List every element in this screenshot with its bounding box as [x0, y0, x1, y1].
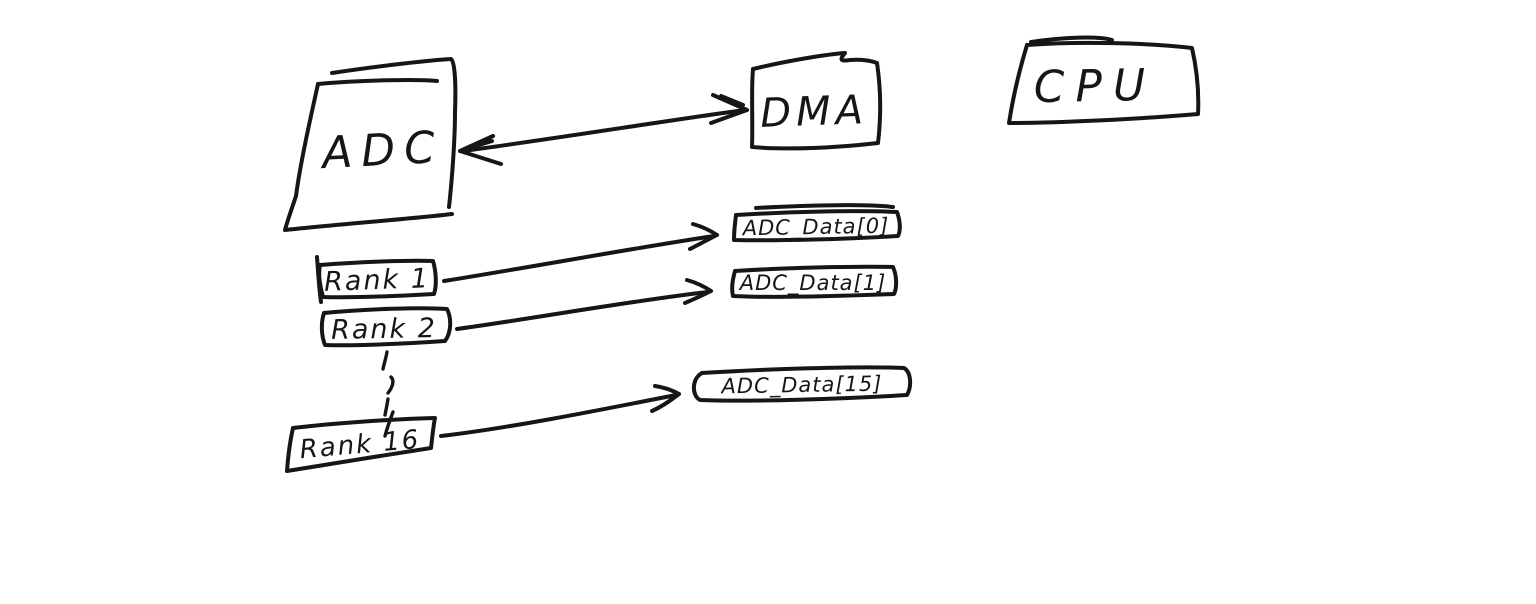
adc-label: ADC — [318, 122, 445, 179]
adc-data-15-label: ADC_Data[15] — [719, 372, 882, 400]
adc-data-1-box-shape — [730, 264, 899, 299]
arrowhead-right — [683, 278, 713, 305]
arrow-shaft — [439, 393, 678, 438]
rank16-to-adc-data-15-arrow — [439, 384, 681, 438]
adc-dma-bidirectional-arrow — [458, 93, 749, 166]
cpu-box-shape — [1007, 35, 1201, 125]
arrowhead-right — [650, 384, 681, 413]
rank2-box-shape — [319, 306, 453, 348]
adc-data-1-label: ADC_Data[1] — [738, 271, 887, 296]
arrowhead-right — [688, 222, 719, 251]
adc-data-0-label: ADC_Data[0] — [741, 214, 890, 242]
arrowhead-right — [709, 93, 749, 125]
rank-ellipsis-dashed-line — [381, 350, 395, 438]
rank1-box-shape — [315, 255, 438, 304]
arrow-shaft — [455, 290, 710, 331]
adc-node: ADC — [283, 57, 458, 232]
adc-box-shape — [283, 57, 458, 232]
cpu-node: CPU — [1007, 35, 1201, 125]
dash-stroke — [386, 375, 395, 395]
adc-data-1-node: ADC_Data[1] — [730, 264, 899, 299]
dash-stroke — [383, 410, 395, 438]
rank16-label: Rank 16 — [298, 425, 421, 465]
adc-data-0-box-shape — [732, 203, 902, 243]
dma-box-shape — [750, 51, 883, 151]
rank2-to-adc-data-1-arrow — [455, 278, 713, 331]
rank1-label: Rank 1 — [324, 263, 431, 298]
rank2-label: Rank 2 — [331, 313, 437, 346]
dash-stroke — [381, 350, 389, 371]
dash-stroke — [383, 397, 390, 417]
rank1-node: Rank 1 — [315, 255, 438, 304]
adc-data-15-box-shape — [691, 365, 913, 403]
adc-data-15-node: ADC_Data[15] — [691, 365, 913, 403]
rank16-box-shape — [285, 416, 437, 473]
dma-label: DMA — [759, 87, 868, 137]
dma-node: DMA — [750, 51, 883, 151]
arrow-shaft — [461, 108, 747, 153]
arrow-shaft — [442, 234, 716, 283]
arrowhead-left — [458, 134, 503, 166]
rank1-to-adc-data-0-arrow — [442, 222, 719, 283]
cpu-label: CPU — [1033, 60, 1156, 113]
adc-data-0-node: ADC_Data[0] — [732, 203, 902, 243]
rank2-node: Rank 2 — [319, 306, 453, 348]
rank16-node: Rank 16 — [285, 416, 437, 473]
